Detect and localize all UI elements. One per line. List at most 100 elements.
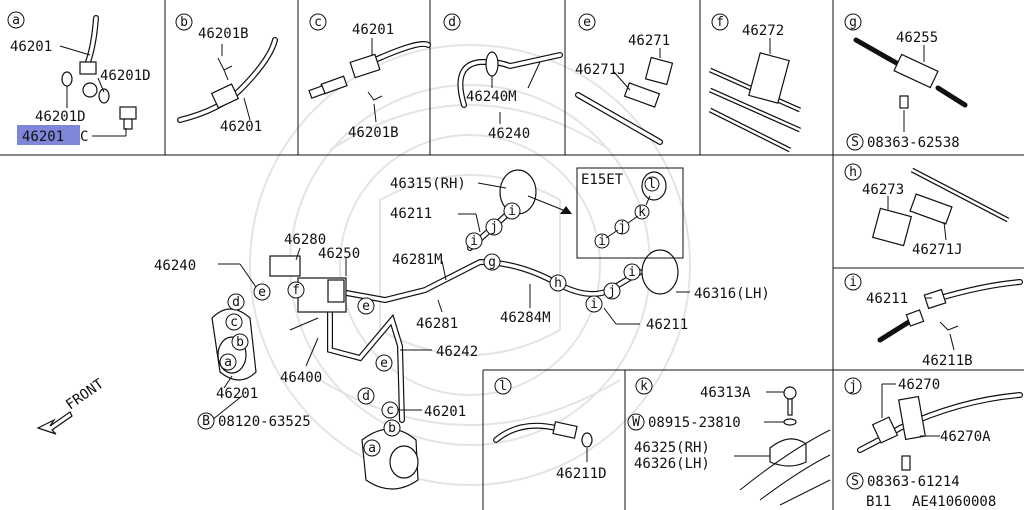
label-46281: 46281 — [416, 316, 458, 332]
label-46242: 46242 — [436, 344, 478, 360]
label-46284M: 46284M — [500, 310, 551, 326]
section-k: k 46313A W 08915-23810 46325(RH) 46326(L… — [627, 377, 831, 506]
section-i: i 46211 46211B — [844, 273, 1023, 369]
label-46201: 46201 — [352, 22, 394, 38]
svg-text:i: i — [590, 297, 598, 312]
label-46313A: 46313A — [700, 385, 751, 401]
label-46400: 46400 — [280, 370, 322, 386]
section-c: c 46201 46201B — [308, 13, 431, 141]
label-46211-top: 46211 — [390, 206, 432, 222]
section-l-key: l — [499, 379, 507, 394]
svg-text:c: c — [230, 315, 238, 330]
selection-highlight — [17, 125, 80, 145]
label-08120-63525: 08120-63525 — [218, 414, 311, 430]
label-46250: 46250 — [318, 246, 360, 262]
label-46201B: 46201B — [198, 26, 249, 42]
section-l: l 46211D — [493, 377, 607, 482]
label-46201B: 46201B — [348, 125, 399, 141]
label-46201D-top: 46201D — [100, 68, 151, 84]
label-46211D: 46211D — [556, 466, 607, 482]
svg-text:j: j — [618, 220, 626, 235]
svg-text:i: i — [470, 234, 478, 249]
w-symbol: W — [632, 415, 640, 430]
svg-text:j: j — [608, 284, 616, 299]
svg-text:b: b — [236, 335, 244, 350]
svg-text:i: i — [628, 265, 636, 280]
svg-text:e: e — [362, 299, 370, 314]
section-b: b 46201B 46201 — [175, 13, 278, 135]
label-08363-61214: 08363-61214 — [867, 474, 960, 490]
label-08363-62538: 08363-62538 — [867, 135, 960, 151]
svg-text:i: i — [598, 234, 606, 249]
svg-text:a: a — [368, 441, 376, 456]
label-46271: 46271 — [628, 33, 670, 49]
section-c-key: c — [314, 15, 322, 30]
section-a: a 46201 46201D 46201D 46201 C — [7, 11, 151, 145]
svg-text:e: e — [380, 356, 388, 371]
label-46271J: 46271J — [912, 242, 963, 258]
inset-title: E15ET — [581, 172, 624, 188]
label-46280: 46280 — [284, 232, 326, 248]
s-symbol: S — [851, 474, 859, 489]
section-b-key: b — [180, 15, 188, 30]
section-e-key: e — [583, 15, 591, 30]
label-46201C-highlighted: 46201 — [22, 129, 64, 145]
section-a-key: a — [12, 13, 20, 28]
label-46211: 46211 — [866, 291, 908, 307]
section-i-key: i — [849, 275, 857, 290]
label-46201-left: 46201 — [216, 386, 258, 402]
section-f: f 46272 — [708, 13, 802, 153]
label-46326-LH: 46326(LH) — [634, 456, 710, 472]
section-j-key: j — [849, 379, 857, 394]
label-46201C-suffix: C — [80, 129, 88, 145]
svg-text:e: e — [258, 285, 266, 300]
section-g: g 46255 S 08363-62538 — [844, 13, 968, 151]
svg-text:h: h — [554, 276, 562, 291]
section-k-key: k — [640, 379, 648, 394]
svg-text:i: i — [508, 204, 516, 219]
label-08915-23810: 08915-23810 — [648, 415, 741, 431]
b-symbol: B — [202, 414, 210, 429]
section-e: e 46271 46271J — [575, 13, 674, 145]
section-j: j 46270 46270A S 08363-61214 — [844, 377, 1023, 490]
svg-text:f: f — [292, 283, 300, 298]
svg-text:g: g — [488, 255, 496, 270]
label-46315-RH: 46315(RH) — [390, 176, 466, 192]
label-46272: 46272 — [742, 23, 784, 39]
section-d-key: d — [448, 15, 456, 30]
section-d: d 46240M 46240 — [443, 13, 563, 142]
label-46240M: 46240M — [466, 89, 517, 105]
svg-text:j: j — [490, 220, 498, 235]
label-46211-right: 46211 — [646, 317, 688, 333]
label-46273: 46273 — [862, 182, 904, 198]
label-46201: 46201 — [10, 39, 52, 55]
label-46201: 46201 — [220, 119, 262, 135]
label-46316-LH: 46316(LH) — [694, 286, 770, 302]
model-code: B11 — [866, 494, 891, 510]
front-label: FRONT — [63, 376, 107, 414]
label-46270: 46270 — [898, 377, 940, 393]
label-46201D-left: 46201D — [35, 109, 86, 125]
svg-text:d: d — [362, 389, 370, 404]
section-h-key: h — [849, 165, 857, 180]
label-46211B: 46211B — [922, 353, 973, 369]
section-g-key: g — [849, 15, 857, 30]
footer: B11 AE41060008 — [866, 494, 996, 510]
front-direction-arrow: FRONT — [36, 376, 107, 435]
svg-text:l: l — [648, 177, 656, 192]
label-46270A: 46270A — [940, 429, 991, 445]
section-h: h 46273 46271J — [844, 163, 1010, 258]
label-46201-right: 46201 — [424, 404, 466, 420]
label-46240: 46240 — [154, 258, 196, 274]
label-46240: 46240 — [488, 126, 530, 142]
section-f-key: f — [716, 15, 724, 30]
label-46281M: 46281M — [392, 252, 443, 268]
svg-text:k: k — [638, 205, 646, 220]
label-46271J: 46271J — [575, 62, 626, 78]
diagram-code: AE41060008 — [912, 494, 996, 510]
svg-text:a: a — [224, 355, 232, 370]
main-assembly: i j i g h j i i e f e d c b a e d c b a … — [36, 169, 770, 490]
s-symbol: S — [851, 135, 859, 150]
